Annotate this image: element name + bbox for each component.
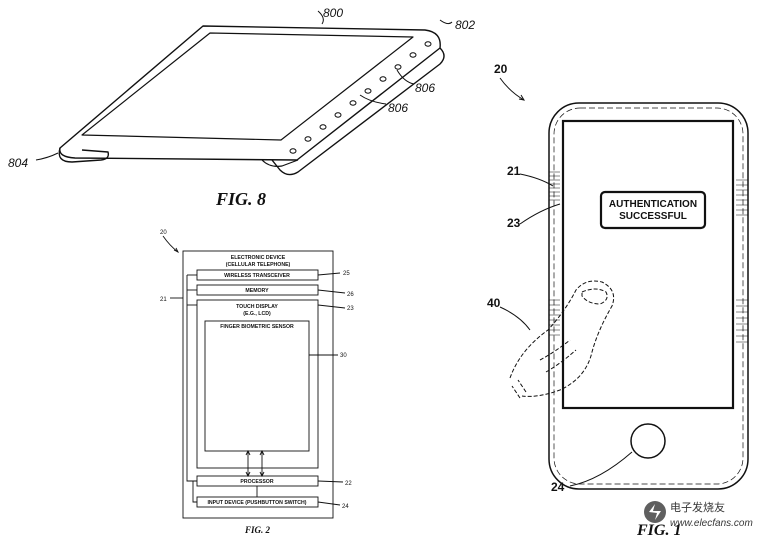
fig1-ref-23: 23 [507,216,521,230]
fig8-ref-804: 804 [8,156,28,170]
fig2-ref-30: 30 [340,353,347,359]
fig2-ref-26: 26 [347,292,354,298]
fig8-ref-800: 800 [323,6,343,20]
fig1-home-button [630,423,666,459]
fig8-caption: FIG. 8 [215,189,266,209]
fig2-device-title-2: (CELLULAR TELEPHONE) [226,262,291,268]
elecfans-logo-icon [644,501,666,523]
fig1-message-line1: AUTHENTICATION [609,199,697,210]
fig2-block-diagram [162,235,346,519]
fig2-device-title-1: ELECTRONIC DEVICE [231,255,286,261]
fig2-ref-22: 22 [345,481,352,487]
fig1-finger [509,280,615,399]
fig8-inner-screen [81,32,414,141]
fig1-ref-24: 24 [551,480,565,494]
fig1-caption: FIG. 1 [636,522,681,539]
fig1-side-hatching-left [549,171,560,336]
fig8-perforations [289,41,432,154]
elecfans-watermark: 电子发烧友 www.elecfans.com [644,500,753,529]
fig1-ref-21: 21 [507,164,521,178]
fig1-display [561,119,735,410]
fig2-sensor-label: FINGER BIOMETRIC SENSOR [220,324,294,330]
fig2-input-label: INPUT DEVICE (PUSHBUTTON SWITCH) [207,500,306,506]
fig2-ref-25: 25 [343,271,350,277]
fig8-rolled-edge-left [58,147,110,163]
fig2-caption: FIG. 2 [244,525,271,535]
fig2-ref-24: 24 [342,504,349,510]
fig8-panel-outline [59,25,441,161]
fig2-memory-label: MEMORY [245,288,269,294]
fig2-ref-23: 23 [347,306,354,312]
fig2-processor-label: PROCESSOR [240,479,273,485]
fig1-ref-20: 20 [494,62,508,76]
fig2-sensor-box [204,320,310,452]
fig2-display-box [196,299,319,469]
fig1-ref20-arrow [499,77,525,101]
watermark-url: www.elecfans.com [670,518,753,529]
fig2-display-label-1: TOUCH DISPLAY [236,304,278,310]
fig8-ref-806-upper: 806 [415,81,435,95]
fig2-device-box [182,250,334,519]
fig2-ref-20: 20 [160,230,167,236]
fig2-ref-21: 21 [160,297,167,303]
fig2-display-label-2: (E.G., LCD) [243,311,271,317]
fig1-phone-body [548,102,749,490]
fig8-ref-802: 802 [455,18,475,32]
fig8-ref-806-lower: 806 [388,101,408,115]
fig8-rolled-edge-right [271,47,445,176]
fig1-message-box [599,190,707,230]
fig2-transceiver-label: WIRELESS TRANSCEIVER [224,273,290,279]
fig2-ref20-arrow [162,235,179,253]
fig1-side-hatching-right [736,179,748,343]
watermark-chinese: 电子发烧友 [670,500,725,514]
fig8-flexible-panel [35,10,453,176]
fig1-message-line2: SUCCESSFUL [619,211,687,222]
fig1-phone [499,77,749,490]
fig1-ref-40: 40 [487,296,501,310]
